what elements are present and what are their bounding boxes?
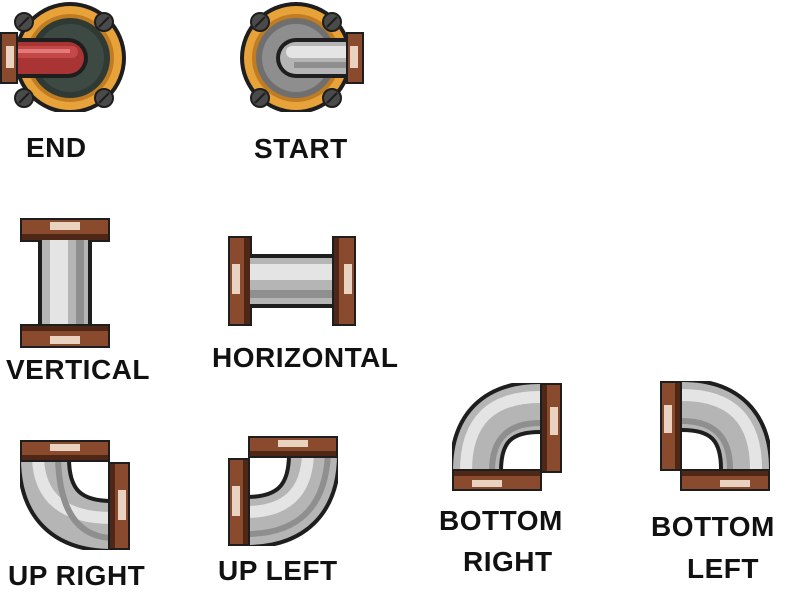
up-left-elbow-icon bbox=[228, 436, 338, 546]
bottom-right-label-line1: BOTTOM bbox=[439, 505, 563, 536]
bottom-right-label-line2: RIGHT bbox=[463, 546, 553, 577]
bottom-left-label-line2: LEFT bbox=[687, 553, 759, 584]
up-left-label: UP LEFT bbox=[218, 555, 338, 586]
vertical-label: VERTICAL bbox=[6, 354, 150, 385]
up-right-label: UP RIGHT bbox=[8, 560, 146, 591]
start-label: START bbox=[254, 133, 348, 164]
end-valve-icon bbox=[0, 2, 126, 112]
vertical-pipe-icon bbox=[20, 218, 110, 348]
horizontal-pipe-icon bbox=[228, 236, 356, 326]
bottom-left-label-line1: BOTTOM bbox=[651, 511, 775, 542]
up-right-elbow-icon bbox=[20, 440, 130, 550]
end-label: END bbox=[26, 132, 87, 163]
bottom-left-elbow-icon bbox=[660, 381, 770, 491]
horizontal-label: HORIZONTAL bbox=[212, 342, 399, 373]
bottom-right-elbow-icon bbox=[452, 383, 562, 491]
start-valve-icon bbox=[240, 2, 364, 112]
